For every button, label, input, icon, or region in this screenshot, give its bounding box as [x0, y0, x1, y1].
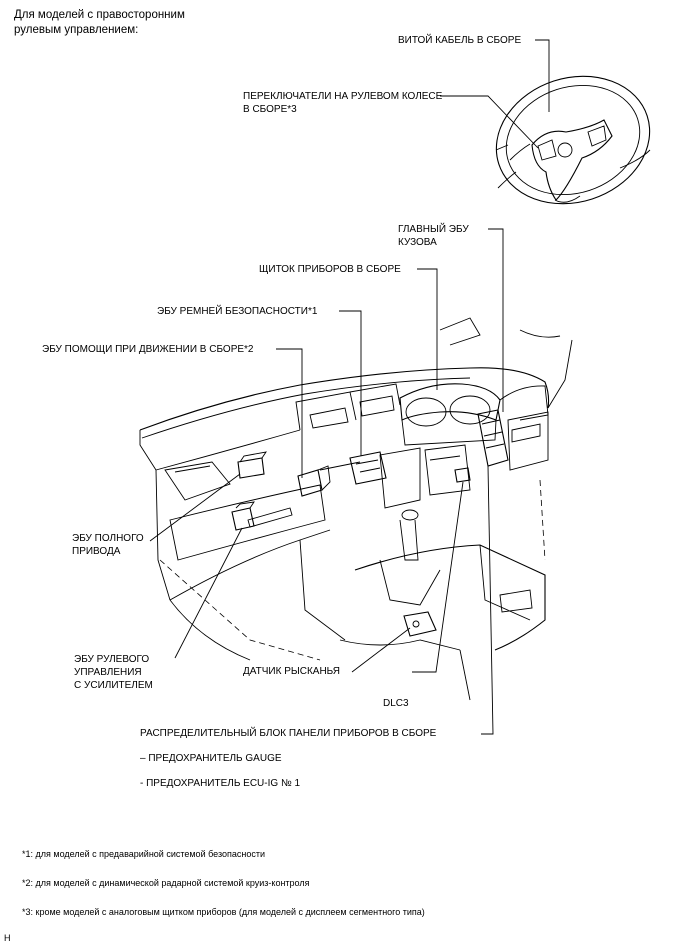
label-dlc3: DLC3	[383, 698, 409, 709]
label-main-body-ecu-line-2: КУЗОВА	[398, 237, 437, 248]
label-instrument-cluster: ЩИТОК ПРИБОРОВ В СБОРЕ	[259, 264, 401, 275]
label-steering-switches-line-1: ПЕРЕКЛЮЧАТЕЛИ НА РУЛЕВОМ КОЛЕСЕ	[243, 91, 443, 102]
label-eps-ecu-line-1: ЭБУ РУЛЕВОГО	[74, 654, 150, 665]
label-eps-ecu-line-2: УПРАВЛЕНИЯ	[74, 667, 142, 678]
label-fuse-ecu-ig: - ПРЕДОХРАНИТЕЛЬ ECU-IG № 1	[140, 778, 301, 789]
corner-code: H	[4, 933, 11, 943]
label-driving-support-ecu: ЭБУ ПОМОЩИ ПРИ ДВИЖЕНИИ В СБОРЕ*2	[42, 344, 254, 355]
component-parts	[231, 409, 509, 637]
header-title-line-2: рулевым управлением:	[14, 24, 139, 36]
label-junction-block: РАСПРЕДЕЛИТЕЛЬНЫЙ БЛОК ПАНЕЛИ ПРИБОРОВ В…	[140, 728, 437, 739]
label-steering-switches-line-2: В СБОРЕ*3	[243, 104, 297, 115]
leader-lines	[149, 39, 550, 735]
label-yaw-sensor: ДАТЧИК РЫСКАНЬЯ	[243, 666, 341, 677]
label-eps-ecu-line-3: С УСИЛИТЕЛЕМ	[74, 680, 153, 691]
label-main-body-ecu-line-1: ГЛАВНЫЙ ЭБУ	[398, 224, 469, 235]
steering-wheel-drawing	[495, 75, 651, 205]
footnote-2: *2: для моделей с динамической радарной …	[22, 878, 310, 888]
dashboard-drawing	[139, 317, 573, 701]
label-seatbelt-ecu: ЭБУ РЕМНЕЙ БЕЗОПАСНОСТИ*1	[157, 306, 318, 317]
label-spiral-cable: ВИТОЙ КАБЕЛЬ В СБОРЕ	[398, 35, 522, 46]
footnote-3: *3: кроме моделей с аналоговым щитком пр…	[22, 907, 425, 917]
label-awd-ecu-line-1: ЭБУ ПОЛНОГО	[72, 533, 144, 544]
label-fuse-gauge: – ПРЕДОХРАНИТЕЛЬ GAUGE	[140, 753, 282, 764]
footnote-1: *1: для моделей с предаварийной системой…	[22, 849, 265, 859]
label-awd-ecu-line-2: ПРИВОДА	[72, 546, 121, 557]
header-title-line-1: Для моделей с правосторонним	[14, 9, 185, 21]
